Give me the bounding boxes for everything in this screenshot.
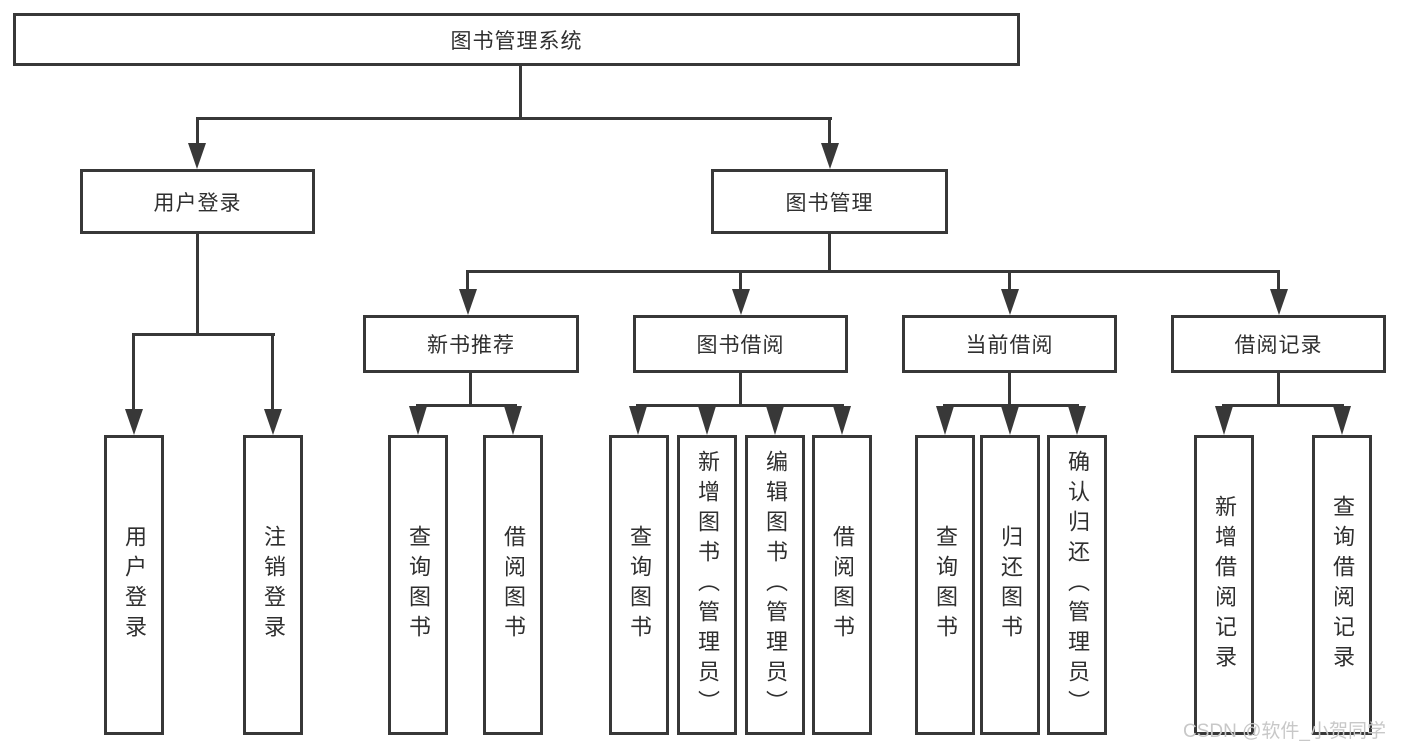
connector-borrowing-records-stem [1277,373,1280,406]
connector-drop-book-borrowing [739,270,742,291]
node-library-management-system: 图书管理系统 [13,13,1020,66]
arrow-to-user-login [188,143,206,169]
leaf-edit-books-admin: 编辑图书（管理员） [745,435,805,735]
arrow-to-add-borrow-record [1215,406,1233,435]
arrow-to-add-books-admin [698,406,716,435]
node-new-book-recommend: 新书推荐 [363,315,579,373]
connector-drop-leaf-logout [271,333,274,411]
connector-borrowing-records-hline [1222,404,1344,407]
arrow-to-borrow-books [833,406,851,435]
arrow-to-query-borrow-record [1333,406,1351,435]
node-book-management-branch: 图书管理 [711,169,948,234]
arrow-to-book-management [821,143,839,169]
connector-root-hline [196,117,832,120]
arrow-to-query-books-borrowing [629,406,647,435]
connector-book-borrowing-hline [636,404,844,407]
arrow-to-leaf-user-login [125,409,143,435]
leaf-confirm-return-admin: 确认归还（管理员） [1047,435,1107,735]
connector-drop-current-borrowing [1008,270,1011,291]
leaf-query-books-recommend: 查询图书 [388,435,448,735]
arrow-to-book-borrowing [732,289,750,315]
connector-book-borrowing-stem [739,373,742,406]
leaf-borrow-books: 借阅图书 [812,435,872,735]
leaf-user-login: 用户登录 [104,435,164,735]
connector-new-book-stem [469,373,472,406]
connector-drop-user-login [196,117,199,147]
connector-user-login-hline [132,333,275,336]
connector-book-management-stem [828,234,831,272]
leaf-borrow-books-recommend: 借阅图书 [483,435,543,735]
node-book-borrowing: 图书借阅 [633,315,848,373]
connector-book-management-hline [466,270,1280,273]
arrow-to-query-books-recommend [409,406,427,435]
csdn-watermark: CSDN @软件_小贺同学 [1183,721,1386,742]
node-borrowing-records: 借阅记录 [1171,315,1386,373]
connector-drop-new-book [466,270,469,291]
arrow-to-new-book [459,289,477,315]
arrow-to-borrowing-records [1270,289,1288,315]
leaf-query-books-borrowing: 查询图书 [609,435,669,735]
arrow-to-return-books [1001,406,1019,435]
leaf-query-borrow-record: 查询借阅记录 [1312,435,1372,735]
arrow-to-borrow-books-recommend [504,406,522,435]
arrow-to-confirm-return [1068,406,1086,435]
connector-new-book-hline [416,404,517,407]
arrow-to-current-borrowing [1001,289,1019,315]
connector-current-borrowing-stem [1008,373,1011,406]
node-user-login-branch: 用户登录 [80,169,315,234]
arrow-to-leaf-logout [264,409,282,435]
connector-current-borrowing-hline [943,404,1079,407]
connector-root-stem [519,66,522,119]
arrow-to-edit-books-admin [766,406,784,435]
connector-user-login-stem [196,234,199,336]
leaf-query-books-current: 查询图书 [915,435,975,735]
arrow-to-query-books-current [936,406,954,435]
leaf-return-books: 归还图书 [980,435,1040,735]
node-current-borrowing: 当前借阅 [902,315,1117,373]
connector-drop-borrowing-records [1277,270,1280,291]
connector-drop-book-management [828,117,831,147]
leaf-add-borrow-record: 新增借阅记录 [1194,435,1254,735]
leaf-logout: 注销登录 [243,435,303,735]
connector-drop-leaf-user-login [132,333,135,411]
leaf-add-books-admin: 新增图书（管理员） [677,435,737,735]
